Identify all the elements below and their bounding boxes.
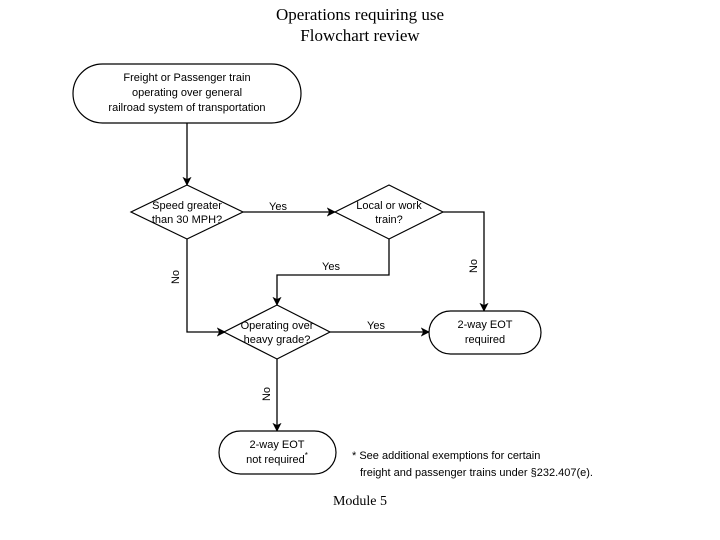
node-start-shape	[72, 63, 302, 124]
node-eot-required-line-2: required	[465, 334, 505, 346]
slide-footer: Module 5	[332, 494, 388, 509]
node-grade-decision-shape	[222, 304, 332, 360]
page-title-line-1: Operations requiring use	[275, 5, 445, 24]
connector-local-no-to-eot-required	[443, 211, 489, 312]
connector-local-yes-to-grade	[272, 239, 390, 306]
node-eot-not-required-line-2-text: not required	[246, 454, 305, 466]
node-eot-not-required-line-1: 2-way EOT	[249, 439, 304, 451]
node-speed-decision-line-1: Speed greater	[152, 200, 222, 212]
edge-label-speed-no: No	[170, 270, 182, 284]
footnote-line-1: * See additional exemptions for certain	[352, 450, 540, 462]
node-local-work-decision-line-1: Local or work	[356, 200, 422, 212]
node-speed-decision-shape	[129, 184, 245, 240]
node-eot-required-shape	[428, 310, 542, 355]
node-local-work-decision-line-2: train?	[375, 214, 403, 226]
connector-speed-no-to-grade	[186, 239, 226, 337]
node-start-line-2: operating over general	[132, 87, 242, 99]
node-eot-not-required-marker: *	[305, 451, 308, 460]
node-eot-not-required-shape	[218, 430, 337, 475]
node-speed-decision-line-2: than 30 MPH?	[152, 214, 222, 226]
node-eot-required-line-1: 2-way EOT	[457, 319, 512, 331]
node-grade-decision-line-2: heavy grade?	[244, 334, 311, 346]
page-title: Operations requiring use Flowchart revie…	[0, 4, 720, 46]
node-eot-not-required-line-2: not required*	[246, 451, 308, 466]
page-title-line-2: Flowchart review	[300, 26, 420, 45]
node-start-line-1: Freight or Passenger train	[123, 72, 250, 84]
edge-label-local-yes: Yes	[322, 261, 340, 273]
footnote-line-2: freight and passenger trains under §232.…	[360, 467, 593, 479]
node-local-work-decision-shape	[333, 184, 445, 240]
edge-label-grade-no: No	[261, 387, 273, 401]
node-grade-decision-line-1: Operating over	[241, 320, 314, 332]
edge-label-grade-yes: Yes	[367, 320, 385, 332]
edge-label-speed-yes: Yes	[269, 201, 287, 213]
edge-label-local-no: No	[468, 259, 480, 273]
node-start-line-3: railroad system of transportation	[108, 102, 265, 114]
